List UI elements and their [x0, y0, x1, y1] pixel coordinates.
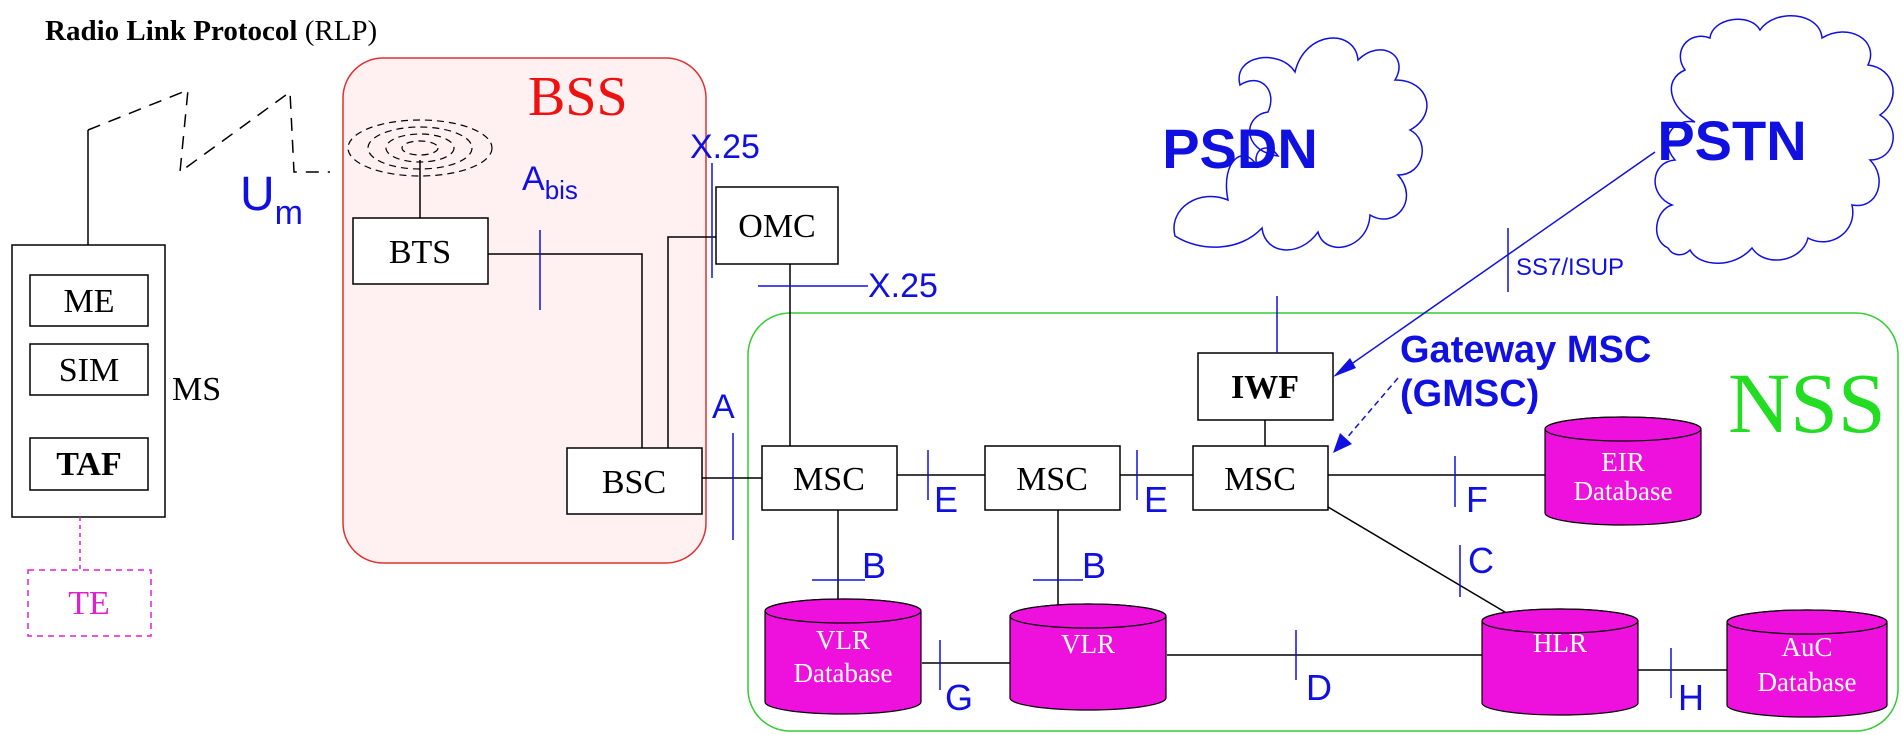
bts-box	[352, 217, 489, 285]
pstn-arrowhead	[1333, 358, 1356, 377]
abis-sub: bis	[545, 175, 578, 205]
um-label: Um	[240, 168, 303, 232]
bsc-box	[566, 447, 703, 515]
abis-main: A	[522, 160, 545, 198]
bsc-omc-link	[667, 236, 716, 448]
gateway-arrowhead	[1333, 433, 1352, 453]
auc-line1: AuC	[1781, 632, 1832, 662]
title-bold: Radio Link Protocol	[45, 15, 297, 47]
um-sub: m	[275, 194, 303, 232]
e2-label: E	[1144, 479, 1168, 520]
vlr-database: VLR Database	[764, 598, 922, 715]
c-label: C	[1468, 540, 1494, 581]
um-main: U	[240, 168, 275, 221]
pstn-iwf-link	[1339, 151, 1656, 373]
radio-waves	[347, 119, 493, 177]
psdn-cloud	[1173, 37, 1428, 251]
iwf-box	[1197, 352, 1334, 421]
te-box	[27, 569, 152, 637]
radio-link-dashed	[87, 88, 330, 174]
sim-box	[29, 343, 149, 396]
vlr-db-line2: Database	[794, 658, 893, 688]
vlr-db-line1: VLR	[816, 625, 870, 655]
me-label: ME	[64, 283, 115, 320]
me-box	[29, 274, 149, 327]
f-label: F	[1466, 479, 1488, 520]
msc3-box	[1192, 445, 1329, 511]
a-label: A	[712, 388, 735, 426]
eir-line2: Database	[1574, 476, 1673, 506]
msc1-box	[761, 445, 898, 511]
e1-label: E	[934, 479, 958, 520]
nss-label: NSS	[1728, 355, 1886, 451]
gateway-msc-label: Gateway MSC (GMSC)	[1400, 329, 1662, 415]
taf-box	[29, 437, 149, 491]
b2-label: B	[1082, 545, 1106, 586]
omc-box	[715, 186, 839, 265]
hlr-database: HLR	[1481, 608, 1639, 716]
hlr-line1: HLR	[1533, 628, 1587, 658]
gateway-line1: Gateway MSC	[1400, 329, 1651, 371]
d-label: D	[1306, 667, 1332, 708]
vlr-line1: VLR	[1061, 629, 1115, 659]
bsc-label: BSC	[602, 464, 666, 501]
pstn-label: PSTN	[1657, 109, 1806, 172]
gateway-pointer	[1344, 377, 1399, 441]
eir-database: EIR Database	[1544, 416, 1702, 526]
diagram-title: Radio Link Protocol (RLP)	[45, 15, 377, 47]
vlr-node: VLR	[1009, 603, 1167, 711]
taf-label: TAF	[56, 446, 121, 483]
ms-label: MS	[172, 371, 221, 408]
bss-label: BSS	[528, 66, 628, 128]
b1-label: B	[862, 545, 886, 586]
gateway-line2: (GMSC)	[1400, 373, 1539, 415]
abis-label: Abis	[522, 160, 578, 205]
auc-line2: Database	[1758, 667, 1857, 697]
msc3-label: MSC	[1224, 461, 1296, 498]
title-rest: (RLP)	[297, 15, 377, 47]
ss7-label: SS7/ISUP	[1516, 254, 1624, 281]
h-label: H	[1678, 677, 1704, 718]
msc2-box	[984, 445, 1121, 511]
bts-label: BTS	[389, 234, 451, 271]
msc1-label: MSC	[793, 461, 865, 498]
psdn-label: PSDN	[1162, 117, 1318, 180]
eir-line1: EIR	[1601, 447, 1645, 477]
g-label: G	[945, 677, 973, 718]
x25-top-label: X.25	[690, 128, 760, 166]
iwf-label: IWF	[1231, 369, 1299, 406]
bss-region	[342, 57, 707, 564]
omc-label: OMC	[738, 208, 815, 245]
msc3-hlr-link	[1327, 506, 1516, 619]
sim-label: SIM	[59, 352, 119, 389]
auc-database: AuC Database	[1726, 609, 1888, 718]
pstn-cloud	[1654, 15, 1894, 264]
msc2-label: MSC	[1016, 461, 1088, 498]
te-label: TE	[68, 585, 110, 622]
x25-right-label: X.25	[868, 267, 938, 305]
